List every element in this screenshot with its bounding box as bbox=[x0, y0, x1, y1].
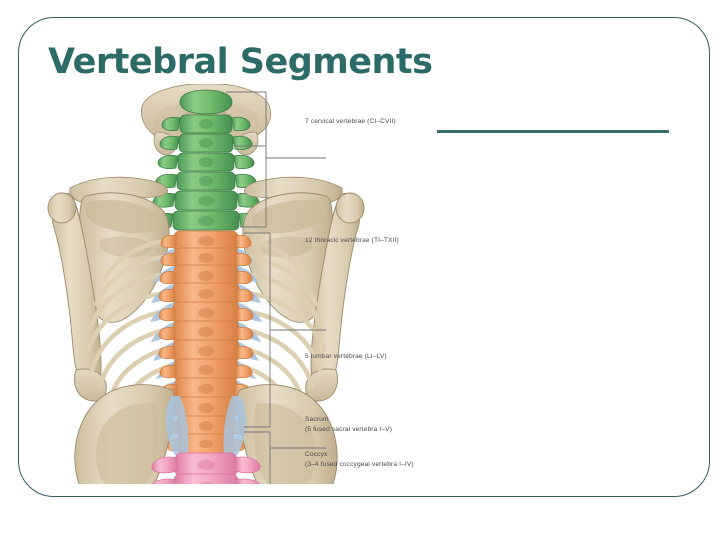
cervical-vertebrae-group bbox=[149, 89, 263, 231]
pelvis-group bbox=[74, 384, 338, 484]
lumbar-vertebrae-group bbox=[151, 452, 261, 484]
title-divider-rule bbox=[437, 130, 669, 133]
callout-lumbar-line1: 5 lumbar vertebrae (LI–LV) bbox=[305, 353, 387, 360]
callout-cervical-line1: 7 cervical vertebrae (CI–CVII) bbox=[305, 118, 396, 125]
callout-sacrum-line1: Sacrum bbox=[305, 416, 329, 423]
anatomy-figure bbox=[30, 84, 490, 484]
callout-label-thoracic: 12 thoracic vertebrae (TI–TXII) bbox=[305, 236, 399, 246]
callout-label-sacrum: Sacrum (5 fused sacral vertebra I–V) bbox=[305, 415, 392, 434]
callout-tick-stubs bbox=[298, 157, 326, 449]
callout-leader-lines bbox=[226, 91, 298, 484]
callout-label-coccyx: Coccyx (3–4 fused coccygeal vertebra I–I… bbox=[305, 450, 414, 469]
callout-thoracic-line1: 12 thoracic vertebrae (TI–TXII) bbox=[305, 237, 399, 244]
page-title: Vertebral Segments bbox=[48, 42, 433, 82]
callout-coccyx-line2: (3–4 fused coccygeal vertebra I–IV) bbox=[305, 460, 414, 468]
callout-coccyx-line1: Coccyx bbox=[305, 451, 328, 458]
callout-label-lumbar: 5 lumbar vertebrae (LI–LV) bbox=[305, 352, 387, 362]
callout-sacrum-line2: (5 fused sacral vertebra I–V) bbox=[305, 425, 393, 433]
vertebral-column-illustration bbox=[47, 84, 365, 484]
callout-label-cervical: 7 cervical vertebrae (CI–CVII) bbox=[305, 117, 396, 127]
